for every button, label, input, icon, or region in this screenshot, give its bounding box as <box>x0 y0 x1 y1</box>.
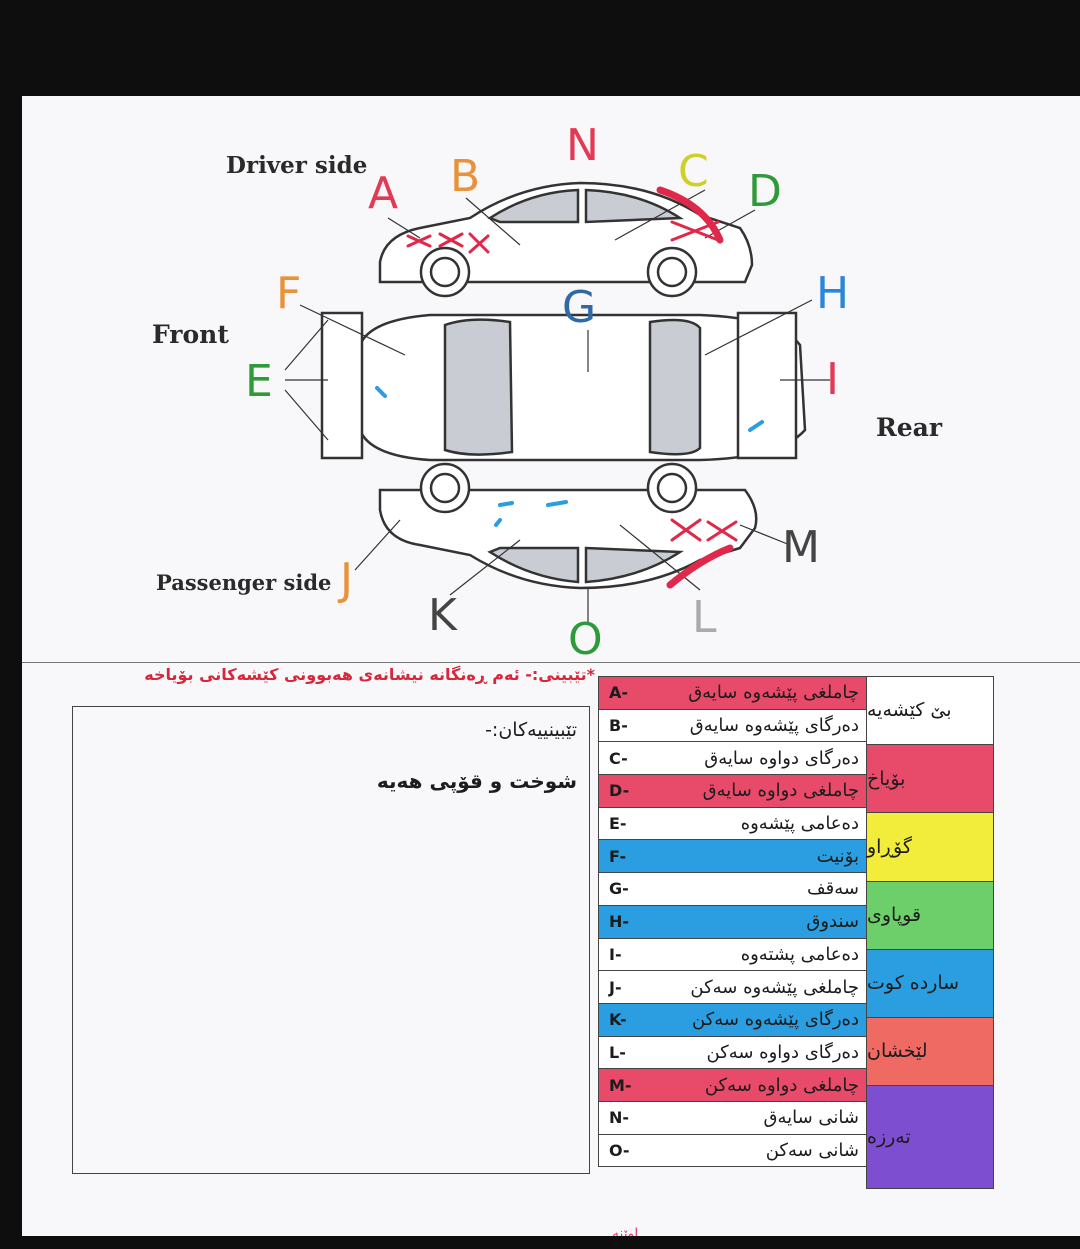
part-code: M- <box>609 1075 632 1095</box>
part-code: K- <box>609 1010 627 1030</box>
letter-d: D <box>748 166 782 217</box>
part-label: دەرگای دواوە سەکن <box>706 1041 859 1063</box>
background-edge <box>0 96 22 156</box>
background-edge-bottom <box>0 1236 1080 1249</box>
part-row: دەرگای دواوە سەکن L- <box>599 1036 869 1070</box>
part-row: دەرگای پێشەوە سەکن K- <box>599 1003 869 1037</box>
letter-l: L <box>692 592 717 643</box>
part-label: شانی سەکن <box>765 1139 859 1161</box>
part-row: شانی سایەق N- <box>599 1101 869 1135</box>
part-label: چاملغی پێشەوە سایەق <box>688 682 859 704</box>
letter-g: G <box>562 282 597 333</box>
part-row: چاملغی دواوە سایەق D- <box>599 775 869 808</box>
part-row: سەقف G- <box>599 873 869 906</box>
car-diagram <box>284 181 830 625</box>
passenger-side-label: Passenger side <box>156 570 332 595</box>
legend-item: قوپاوی <box>867 881 993 950</box>
part-code: G- <box>609 879 629 899</box>
part-code: A- <box>609 683 629 703</box>
part-label: چاملغی دواوە سەکن <box>704 1074 859 1096</box>
letter-h: H <box>816 268 850 319</box>
part-row: دەعامی پشتەوە I- <box>599 938 869 972</box>
legend-item: ساردە کوت <box>867 949 993 1018</box>
part-label: سەقف <box>807 878 859 900</box>
legend-item: گۆڕاو <box>867 813 993 882</box>
notes-text: شوخت و قۆپی هەیە <box>376 769 577 793</box>
letter-i: I <box>826 354 839 405</box>
legend-item: بۆیاخ <box>867 745 993 814</box>
part-row: بۆنیت F- <box>599 840 869 874</box>
part-label: دەرگای دواوە سایەق <box>704 747 859 769</box>
letter-m: M <box>782 522 820 573</box>
part-row: دەعامی پێشەوە E- <box>599 807 869 841</box>
part-row: دەرگای پێشەوە سایەق B- <box>599 709 869 743</box>
letter-k: K <box>428 590 457 641</box>
color-note: *تێبینی:- ئەم ڕەنگانە نیشانەی هەبوونی کێ… <box>144 665 595 684</box>
letter-f: F <box>276 268 302 319</box>
part-label: دەرگای پێشەوە سایەق <box>689 715 859 737</box>
part-label: شانی سایەق <box>763 1107 860 1129</box>
part-row: شانی سەکن O- <box>599 1134 869 1168</box>
letter-n: N <box>566 120 599 171</box>
part-row: دەرگای دواوە سایەق C- <box>599 742 869 776</box>
letter-a: A <box>368 168 399 219</box>
letter-c: C <box>678 146 709 197</box>
divider <box>22 662 1080 663</box>
parts-table: چاملغی پێشەوە سایەق A- دەرگای پێشەوە سایەق… <box>598 676 870 1168</box>
legend-item: لێخشان <box>867 1017 993 1087</box>
part-code: D- <box>609 781 630 801</box>
notes-box: تێبینییەکان:- شوخت و قۆپی هەیە <box>72 706 590 1174</box>
part-code: N- <box>609 1108 630 1128</box>
part-label: چاملغی پێشەوە سەکن <box>690 976 859 998</box>
part-code: O- <box>609 1140 630 1160</box>
legend-item: تەرزە <box>867 1086 993 1189</box>
footer-fragment: اوێنە <box>612 1226 639 1236</box>
part-label: دەرگای پێشەوە سەکن <box>691 1009 859 1031</box>
part-code: J- <box>609 977 622 997</box>
letter-b: B <box>450 151 481 202</box>
part-label: دەعامی پشتەوە <box>740 943 859 965</box>
letter-o: O <box>568 614 603 665</box>
part-label: چاملغی دواوە سایەق <box>702 780 859 802</box>
part-code: E- <box>609 814 627 834</box>
letter-j: J <box>340 554 353 605</box>
part-row: چاملغی پێشەوە سایەق A- <box>599 677 869 710</box>
part-code: B- <box>609 716 628 736</box>
part-row: چاملغی پێشەوە سەکن J- <box>599 971 869 1004</box>
legend-item: بێ کێشەیە <box>867 677 993 746</box>
part-code: C- <box>609 748 628 768</box>
part-code: F- <box>609 846 627 866</box>
letter-e: E <box>245 356 273 407</box>
notes-title: تێبینییەکان:- <box>485 719 577 741</box>
driver-side-label: Driver side <box>226 152 368 179</box>
part-row: چاملغی دواوە سەکن M- <box>599 1069 869 1102</box>
front-label: Front <box>152 320 229 349</box>
part-label: سندوق <box>806 911 859 933</box>
part-code: L- <box>609 1042 626 1062</box>
part-label: دەعامی پێشەوە <box>740 813 859 835</box>
part-code: I- <box>609 944 622 964</box>
rear-label: Rear <box>876 413 943 442</box>
part-label: بۆنیت <box>816 845 859 867</box>
part-code: H- <box>609 912 630 932</box>
part-row: سندوق H- <box>599 905 869 939</box>
